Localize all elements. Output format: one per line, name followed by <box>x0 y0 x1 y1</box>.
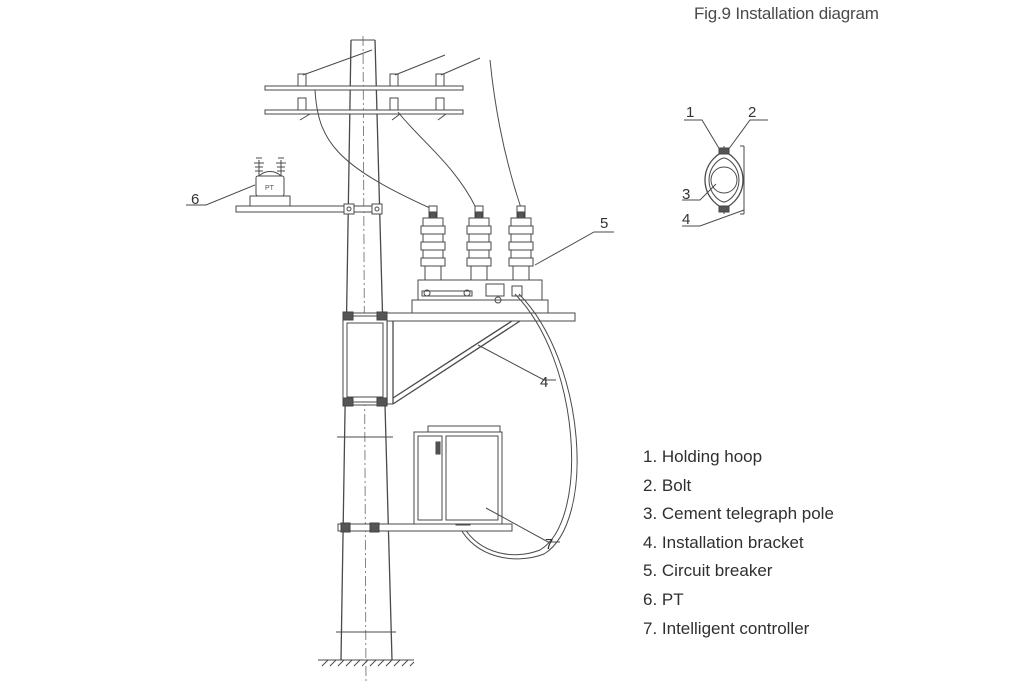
holding-hoop-clamp <box>342 311 388 407</box>
callout-3-detail: 3 <box>682 186 690 203</box>
callout-4-detail: 4 <box>682 211 690 228</box>
figure-title: Fig.9 Installation diagram <box>694 4 879 23</box>
legend-item: 6. PT <box>643 589 684 609</box>
legend-item: 5. Circuit breaker <box>643 561 773 581</box>
callout-2: 2 <box>748 104 756 121</box>
line-insulator <box>389 73 399 111</box>
breaker-bushing <box>420 205 446 281</box>
svg-text:PT: PT <box>265 185 275 192</box>
legend-item: 1. Holding hoop <box>643 447 763 466</box>
leader-lines <box>186 119 768 543</box>
legend-item: 4. Installation bracket <box>643 532 804 552</box>
component-legend: 1. Holding hoop 2. Bolt 3. Cement telegr… <box>643 446 834 646</box>
callout-1: 1 <box>686 104 694 121</box>
circuit-breaker <box>411 279 549 314</box>
callout-4: 4 <box>540 374 548 391</box>
ground-hatch <box>318 659 415 667</box>
legend-item: 2. Bolt <box>643 475 692 495</box>
cross-arms <box>264 49 481 121</box>
callout-7: 7 <box>545 536 553 553</box>
callout-5: 5 <box>600 215 608 232</box>
legend-item: 3. Cement telegraph pole <box>643 504 834 524</box>
breaker-bushing <box>508 205 534 281</box>
line-insulator <box>297 73 307 111</box>
control-cable <box>458 293 578 560</box>
line-insulator <box>435 73 445 111</box>
pt-transformer: PT <box>249 157 291 207</box>
callout-6: 6 <box>191 191 199 208</box>
drop-conductors <box>314 59 522 209</box>
breaker-bushing <box>466 205 492 281</box>
hoop-detail-view <box>704 145 745 215</box>
pt-bracket <box>235 203 383 215</box>
legend-item: 7. Intelligent controller <box>643 618 810 638</box>
